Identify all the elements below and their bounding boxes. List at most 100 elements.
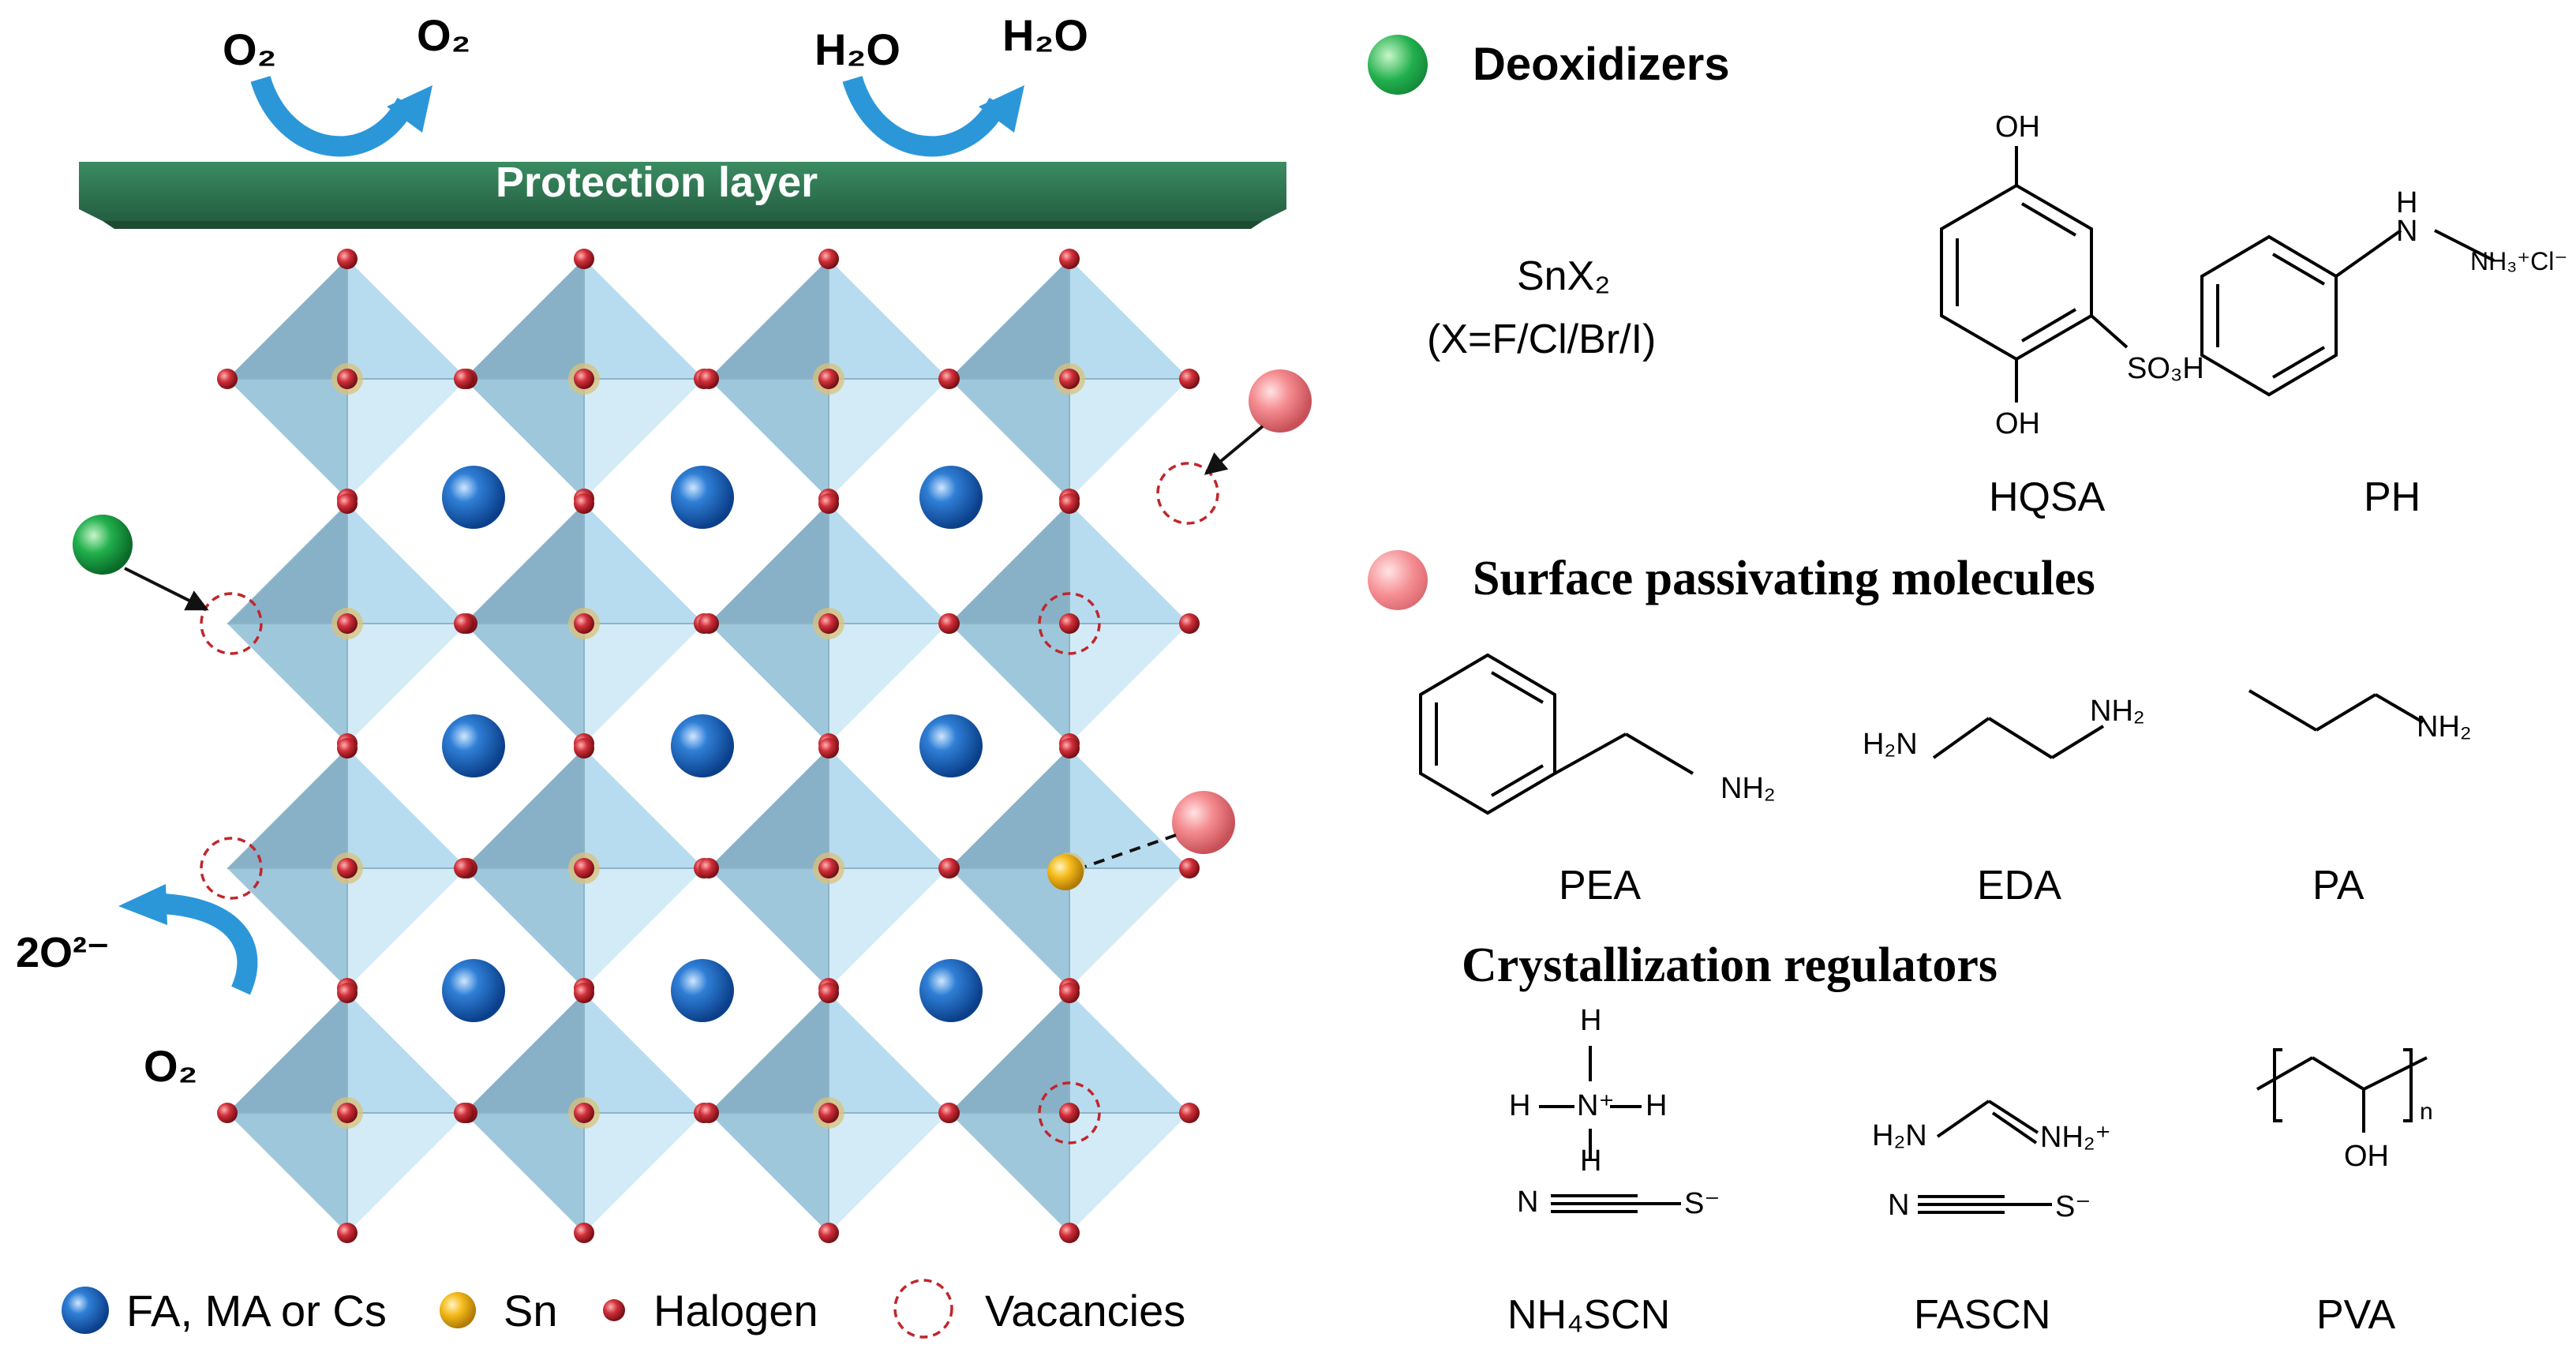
halogen-atom: [939, 1103, 960, 1123]
eda-h2n: H₂N: [1863, 728, 1918, 761]
oxidation-arrow: [118, 884, 258, 995]
legend-halogen-icon: [603, 1299, 625, 1321]
vacancy-marker: [1038, 1081, 1101, 1144]
pa-nh2: NH₂: [2417, 710, 2472, 744]
halogen-atom: [574, 249, 594, 269]
halogen-atom: [818, 1103, 839, 1123]
halogen-atom: [217, 369, 238, 389]
halogen-atom: [818, 369, 839, 389]
halogen-atom: [337, 858, 358, 878]
halogen-atom: [337, 983, 358, 1003]
halogen-atom: [818, 1223, 839, 1243]
a-site-cation: [442, 959, 505, 1022]
halogen-atom: [818, 249, 839, 269]
protection-layer-label: Protection layer: [496, 159, 818, 206]
halogen-atoms: [217, 249, 1200, 1243]
legend-a-site-icon: [62, 1287, 109, 1334]
halogen-atom: [574, 1223, 594, 1243]
nh4-n: N⁺: [1577, 1089, 1615, 1122]
halogen-atom: [337, 1223, 358, 1243]
pea-structure: [1419, 653, 1694, 815]
vacancy-marker: [200, 837, 263, 900]
pva-structure: [2256, 1048, 2428, 1133]
hqsa-so3h: SO₃H: [2127, 352, 2204, 385]
halogen-atom: [574, 613, 594, 634]
eda-structure: [1932, 717, 2105, 759]
a-site-cation: [442, 714, 505, 777]
exposed-sn-atom: [1047, 854, 1084, 890]
deoxidizer-arrow: [124, 567, 209, 611]
vacancy-markers: [200, 462, 1219, 1144]
a-site-cation: [671, 714, 734, 777]
section-passivating: Surface passivating molecules: [1473, 552, 2095, 605]
ph-structure: [2200, 229, 2495, 397]
legend-a-site-label: FA, MA or Cs: [126, 1286, 387, 1335]
ph-label: PH: [2364, 474, 2421, 520]
halogen-atom: [574, 1103, 594, 1123]
halogen-atom: [337, 613, 358, 634]
nh4-h-left: H: [1509, 1089, 1531, 1122]
halogen-atom: [337, 369, 358, 389]
nh4scn-structure: [1539, 1046, 1681, 1213]
deoxidizer-ball: [73, 515, 133, 575]
passivator-ball-sn: [1172, 791, 1235, 854]
ph-h: H: [2396, 186, 2418, 219]
h2o-out-label: H₂O: [1002, 10, 1088, 60]
halogen-atom: [337, 1103, 358, 1123]
halogen-atom: [574, 983, 594, 1003]
halogen-atom: [818, 983, 839, 1003]
vacancy-marker: [1156, 462, 1219, 525]
passivator-legend-dot: [1368, 550, 1428, 610]
legend-sn-label: Sn: [504, 1286, 558, 1335]
o2-out-label: O₂: [417, 10, 471, 60]
oxide-ion-label: 2O²⁻: [16, 929, 110, 976]
halogen-atom: [698, 613, 719, 634]
octahedron: [464, 504, 704, 744]
halogen-atom: [939, 369, 960, 389]
halogen-atom: [818, 858, 839, 878]
halogen-atom: [574, 369, 594, 389]
halogen-atom: [1059, 493, 1080, 514]
h2o-cycle-arrow: [842, 75, 1024, 157]
halogen-atom: [1059, 613, 1080, 634]
halogen-atom: [698, 858, 719, 878]
fascn-structure: [1918, 1099, 2052, 1214]
nh4-h-bottom: H: [1580, 1144, 1602, 1178]
a-site-cation: [671, 959, 734, 1022]
snx2-note: (X=F/Cl/Br/I): [1427, 317, 1657, 362]
section-regulators: Crystallization regulators: [1462, 938, 1998, 992]
halogen-atom: [1059, 738, 1080, 759]
eda-label: EDA: [1977, 863, 2061, 908]
passivator-ball-top: [1249, 369, 1312, 433]
halogen-atom: [1179, 369, 1200, 389]
halogen-atom: [818, 613, 839, 634]
nh4-h-right: H: [1646, 1089, 1668, 1122]
halogen-atom: [574, 858, 594, 878]
halogen-atom: [1179, 1103, 1200, 1123]
halogen-atom: [939, 858, 960, 878]
vacancy-marker: [200, 592, 263, 655]
vacancy-marker: [1038, 592, 1101, 655]
halogen-atom: [939, 613, 960, 634]
pea-nh2: NH₂: [1720, 772, 1776, 805]
halogen-atom: [698, 1103, 719, 1123]
halogen-atom: [818, 738, 839, 759]
halogen-atom: [1059, 249, 1080, 269]
halogen-atom: [454, 369, 474, 389]
halogen-atom: [337, 493, 358, 514]
halogen-atom: [337, 738, 358, 759]
h2o-in-label: H₂O: [814, 24, 900, 74]
octahedron: [709, 259, 949, 499]
a-site-cation: [442, 466, 505, 529]
halogen-atom: [818, 493, 839, 514]
fascn-n: N: [1888, 1189, 1910, 1222]
hqsa-label: HQSA: [1989, 474, 2106, 520]
o2-in-label: O₂: [223, 24, 277, 74]
a-site-cation: [919, 714, 983, 777]
fa-nh2: NH₂⁺: [2040, 1121, 2111, 1154]
scn-n: N: [1517, 1186, 1539, 1219]
nh4-h-top: H: [1580, 1004, 1602, 1037]
pva-oh: OH: [2344, 1140, 2389, 1173]
section-deoxidizers: Deoxidizers: [1473, 39, 1730, 90]
passivator-arrow: [1204, 425, 1264, 475]
